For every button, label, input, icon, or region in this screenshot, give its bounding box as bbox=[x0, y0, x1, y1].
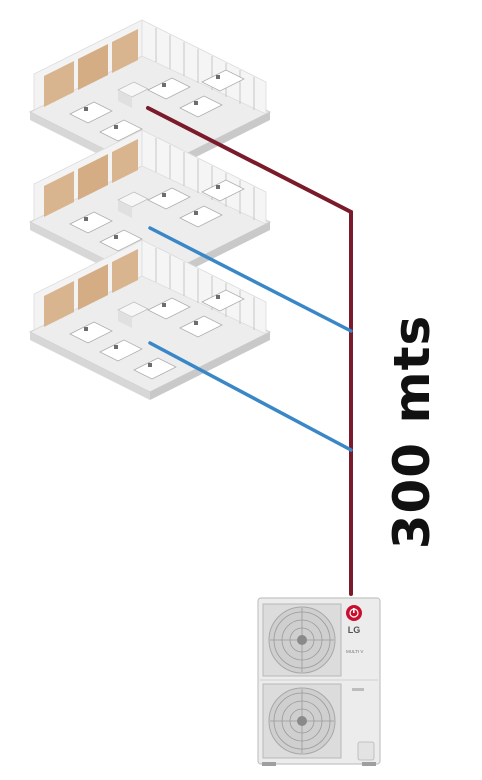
fan-bottom-icon bbox=[262, 683, 342, 759]
lg-logo-icon: LG bbox=[346, 605, 362, 635]
branch-pipe-middle bbox=[148, 226, 353, 333]
floor-bottom bbox=[29, 239, 271, 401]
model-label: MULTI V bbox=[346, 649, 363, 654]
fan-top-icon bbox=[262, 603, 342, 677]
lg-logo-text: LG bbox=[348, 625, 361, 635]
main-pipe bbox=[146, 106, 353, 596]
outdoor-unit: LG MULTI V bbox=[257, 597, 381, 766]
branch-pipe-bottom bbox=[148, 341, 353, 452]
distance-label: 300 mts bbox=[383, 314, 441, 550]
